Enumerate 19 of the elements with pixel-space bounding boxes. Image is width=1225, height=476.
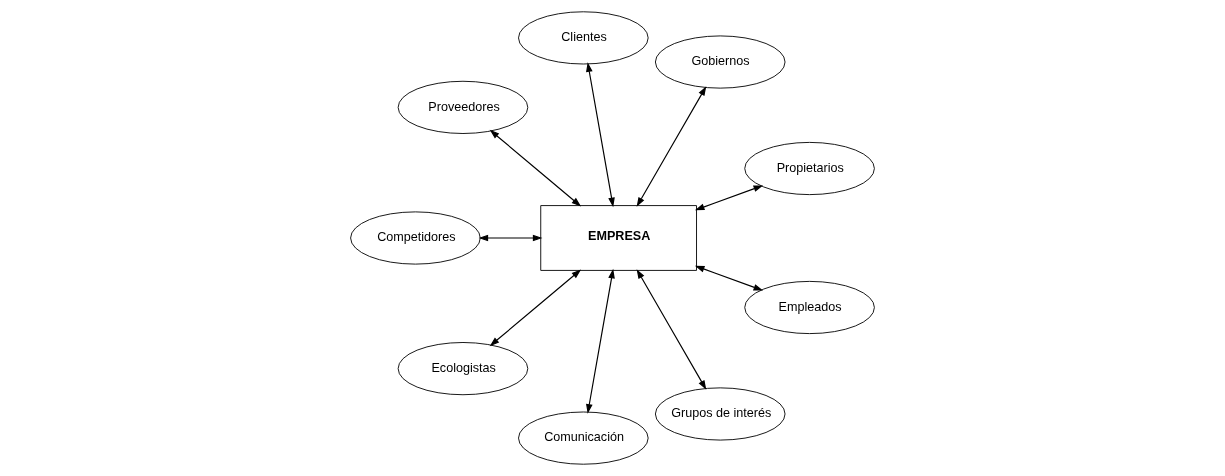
node-ellipse: Proveedores [397, 80, 529, 134]
node-ellipse: Empleados [744, 280, 875, 335]
node-ellipse: Comunicación [518, 411, 649, 465]
node-ellipse: Gobiernos [654, 35, 786, 89]
node-ellipse: Propietarios [744, 141, 875, 196]
node-ellipse: Competidores [350, 211, 481, 265]
arrow [694, 185, 764, 211]
arrow [586, 62, 615, 208]
node-box: EMPRESA [540, 205, 697, 271]
arrow [636, 86, 707, 207]
arrow [636, 269, 707, 390]
node-ellipse: Grupos de interés [654, 387, 786, 441]
node-ellipse: Clientes [518, 11, 649, 65]
arrow [694, 265, 764, 291]
arrow [489, 129, 582, 207]
arrow [489, 269, 582, 347]
arrow [586, 268, 615, 414]
arrow [478, 234, 543, 242]
node-ellipse: Ecologistas [397, 342, 529, 396]
